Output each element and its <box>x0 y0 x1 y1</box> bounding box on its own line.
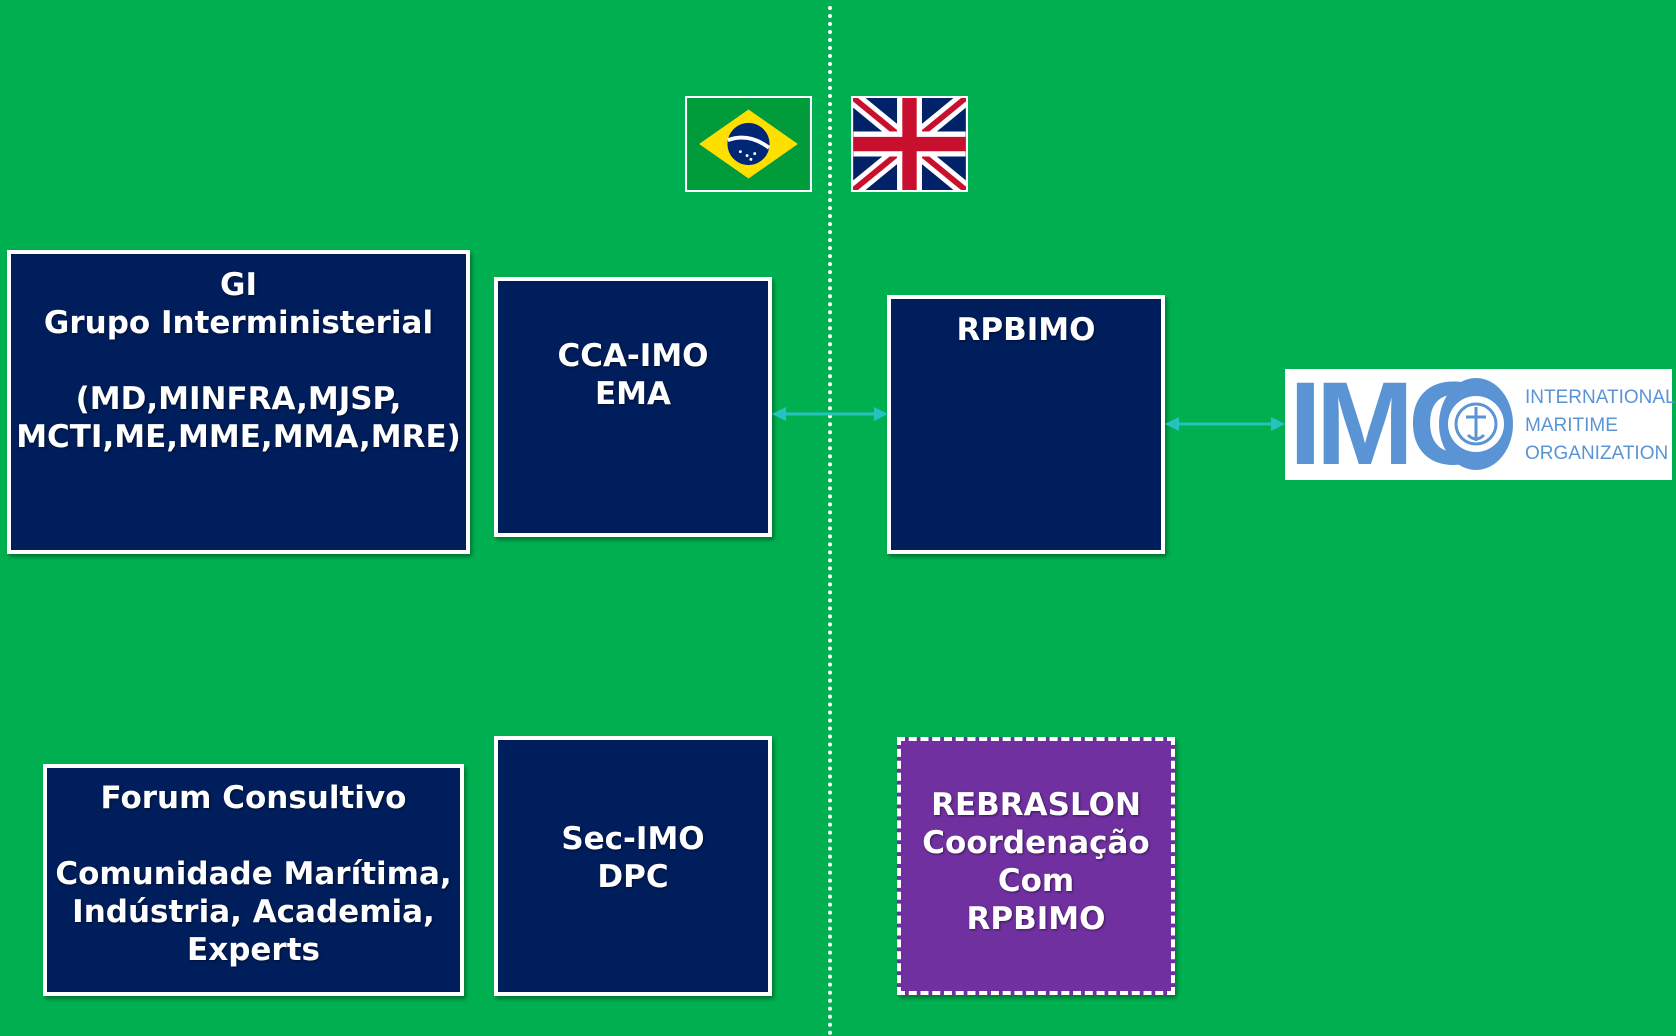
cca-rpbimo-connector <box>772 407 888 421</box>
forum-consultivo-label: Forum Consultivo Comunidade Marítima, In… <box>55 780 452 968</box>
rebraslon-box: REBRASLON Coordenação Com RPBIMO <box>897 737 1175 995</box>
sec-imo-box: Sec-IMO DPC <box>494 736 772 996</box>
united-kingdom-flag-icon <box>851 96 968 192</box>
country-divider <box>828 6 832 1036</box>
rpbimo-label: RPBIMO <box>956 312 1096 348</box>
sec-imo-label: Sec-IMO DPC <box>561 821 705 895</box>
forum-consultivo-box: Forum Consultivo Comunidade Marítima, In… <box>43 764 464 996</box>
gi-label: GI Grupo Interministerial (MD,MINFRA,MJS… <box>16 267 461 455</box>
imo-emblem-icon <box>1439 378 1513 470</box>
brazil-flag-icon <box>685 96 812 192</box>
rpbimo-imo-connector <box>1165 417 1285 431</box>
imo-logo: IMO INTERNATIONAL MARITIME ORGANIZATION <box>1285 365 1676 483</box>
cca-imo-label: CCA-IMO EMA <box>557 338 709 412</box>
rpbimo-box: RPBIMO <box>887 295 1165 554</box>
rebraslon-label: REBRASLON Coordenação Com RPBIMO <box>922 787 1150 937</box>
gi-box: GI Grupo Interministerial (MD,MINFRA,MJS… <box>7 250 470 554</box>
cca-imo-box: CCA-IMO EMA <box>494 277 772 537</box>
imo-logo-name: INTERNATIONAL MARITIME ORGANIZATION <box>1525 387 1676 464</box>
